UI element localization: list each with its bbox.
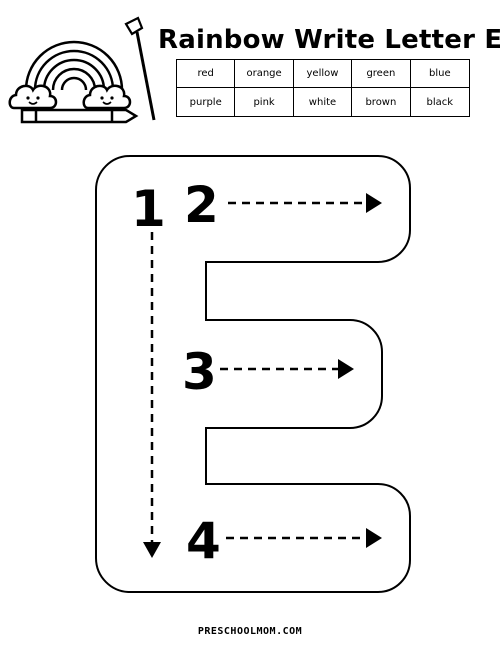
paintbrush-icon xyxy=(124,16,156,121)
stroke-number: 3 xyxy=(182,343,217,401)
color-word: yellow xyxy=(293,60,353,88)
stroke-1-arrow xyxy=(143,542,161,558)
color-word: brown xyxy=(352,88,411,116)
stroke-number: 1 xyxy=(131,180,166,238)
color-word: black xyxy=(426,96,454,108)
footer-site: PRESCHOOLMOM.COM xyxy=(197,626,303,637)
color-word-grid: red orange yellow green blue purple pink… xyxy=(176,59,470,117)
rainbow-clouds-icon xyxy=(8,40,139,124)
color-word: green xyxy=(352,60,411,88)
color-word: blue xyxy=(410,60,469,88)
page-title: Rainbow Write Letter E xyxy=(158,25,500,55)
stroke-number: 4 xyxy=(186,512,221,570)
stroke-number: 2 xyxy=(184,176,219,234)
color-word: pink xyxy=(235,88,294,116)
rainbow-clipart xyxy=(8,16,156,124)
color-word: purple xyxy=(177,88,236,116)
letter-e-outline xyxy=(95,155,411,593)
color-word: red xyxy=(177,60,236,88)
stroke-4-arrow xyxy=(366,528,382,548)
stroke-2-arrow xyxy=(366,193,382,213)
color-word: white xyxy=(294,88,353,116)
color-word: orange xyxy=(235,60,294,88)
stroke-3-arrow xyxy=(338,359,354,379)
